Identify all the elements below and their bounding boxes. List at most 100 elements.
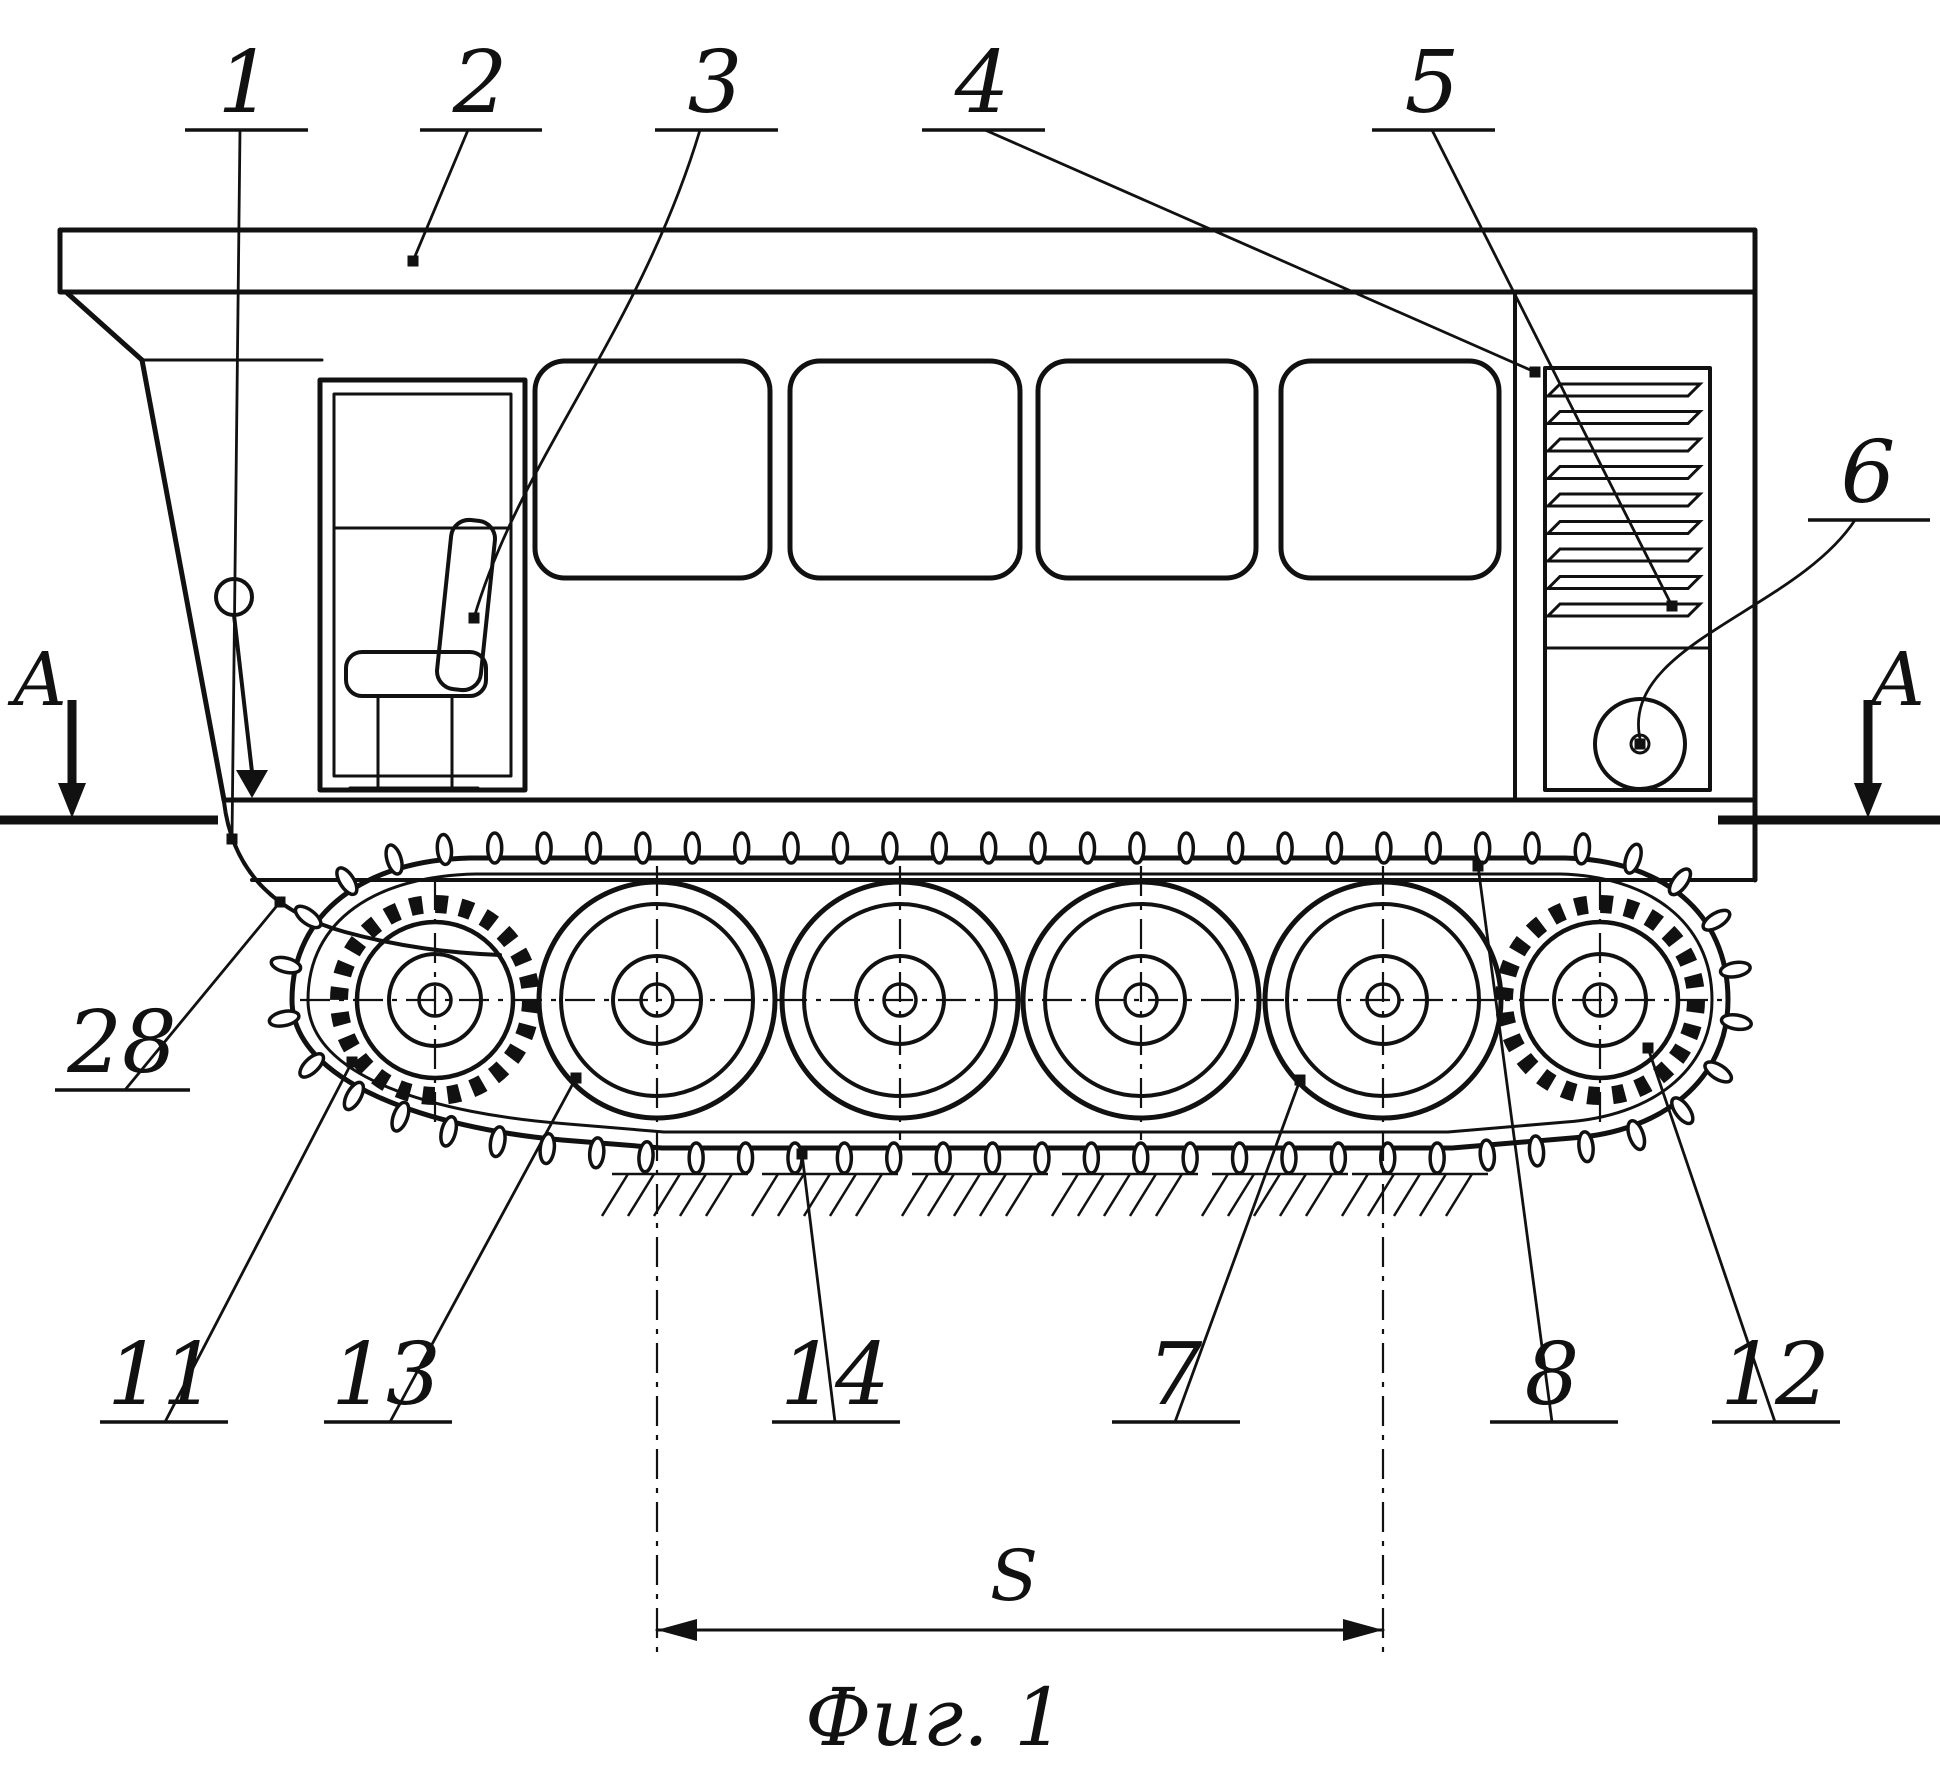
roof-band — [57, 227, 1758, 295]
grouser-tooth — [1329, 1141, 1348, 1175]
louver-slat — [1544, 520, 1704, 535]
louver-slat — [1544, 382, 1704, 398]
grouser-tooth — [983, 1141, 1002, 1175]
grouser-tooth — [390, 1100, 411, 1133]
front-slope-upper — [63, 289, 145, 363]
grouser-tooth — [1473, 831, 1492, 865]
grouser-tooth — [1527, 1134, 1546, 1168]
dimension-arrowhead — [657, 1619, 697, 1641]
grouser-tooth — [1478, 1138, 1497, 1172]
track-grousers — [267, 831, 1753, 1175]
part-label-5: 5 — [1405, 33, 1460, 133]
door-outline — [317, 377, 528, 793]
leader-line — [1430, 129, 1674, 607]
hatch-stroke — [1128, 1173, 1158, 1217]
grouser-tooth — [1226, 831, 1245, 865]
track-inner-band — [306, 872, 1714, 1134]
grouser-tooth — [1719, 1012, 1753, 1032]
section-mark-left: A — [0, 637, 218, 825]
part-label-12: 12 — [1720, 1325, 1829, 1425]
grouser-tooth — [1573, 832, 1592, 866]
leader-lines — [123, 128, 1857, 1423]
leader-line — [1646, 1047, 1777, 1423]
louver-slat — [1544, 575, 1704, 590]
leader-line — [230, 129, 242, 840]
part-label-1: 1 — [218, 33, 273, 133]
grouser-tooth — [1701, 908, 1732, 932]
grouser-tooth — [1230, 1141, 1249, 1175]
grouser-tooth — [538, 1131, 557, 1166]
part-label-8: 8 — [1525, 1325, 1580, 1425]
louver-slat — [1544, 437, 1704, 453]
section-mark-right: A — [1718, 637, 1940, 825]
section-label: A — [7, 637, 66, 723]
part-label-14: 14 — [780, 1325, 889, 1425]
seat-cushion — [344, 650, 488, 698]
leader-line — [1637, 519, 1857, 744]
part-label-6: 6 — [1841, 423, 1896, 523]
grouser-tooth — [1325, 831, 1344, 865]
grouser-tooth — [435, 832, 454, 867]
leader-line — [411, 129, 470, 262]
leader-dot — [1642, 1042, 1654, 1054]
leader-dot — [1529, 366, 1541, 378]
section-label: A — [1865, 637, 1924, 723]
hatch-stroke — [1200, 1173, 1230, 1217]
hatch-stroke — [1102, 1173, 1132, 1217]
hatch-stroke — [776, 1173, 806, 1217]
leader-line — [472, 129, 702, 619]
track-outer-band — [289, 855, 1731, 1151]
cabin-windows — [532, 358, 1502, 581]
window — [787, 358, 1023, 581]
grouser-tooth — [1181, 1141, 1199, 1175]
grouser-tooth — [335, 866, 359, 897]
grouser-tooth — [384, 843, 404, 876]
louver-grille — [1543, 366, 1712, 792]
hatch-stroke — [678, 1173, 708, 1217]
leader-dot — [570, 1072, 582, 1084]
grouser-tooth — [1033, 1141, 1051, 1175]
grouser-tooth — [535, 831, 553, 865]
hatch-stroke — [1366, 1173, 1396, 1217]
louver-slat — [1544, 547, 1704, 563]
grouser-tooth — [732, 831, 751, 865]
window — [532, 358, 773, 581]
leader-dot — [407, 255, 419, 267]
grouser-tooth — [269, 955, 303, 975]
hatch-stroke — [854, 1173, 884, 1217]
grouser-tooth — [1375, 831, 1393, 865]
grouser-tooth — [1082, 1141, 1101, 1175]
louver-slat — [1544, 410, 1704, 425]
grille-frame — [1543, 366, 1712, 792]
leader-line — [1173, 1079, 1302, 1423]
louver-slats — [1544, 382, 1704, 618]
grouser-tooth — [1280, 1141, 1298, 1175]
grouser-tooth — [782, 831, 800, 865]
control-lever — [214, 577, 268, 798]
grouser-tooth — [687, 1141, 705, 1175]
grouser-tooth — [587, 1136, 606, 1170]
grouser-tooth — [683, 831, 702, 865]
grouser-tooth — [293, 904, 323, 930]
dimension-label: S — [990, 1535, 1038, 1617]
grouser-tooth — [634, 831, 652, 865]
grouser-tooth — [1667, 867, 1693, 897]
hatch-stroke — [600, 1173, 630, 1217]
hatch-stroke — [652, 1173, 682, 1217]
grouser-tooth — [1703, 1060, 1734, 1084]
grouser-tooth — [1718, 960, 1752, 979]
leader-line — [1476, 865, 1554, 1423]
grouser-tooth — [831, 831, 850, 865]
part-label-13: 13 — [331, 1325, 440, 1425]
grouser-tooth — [835, 1141, 854, 1175]
hatch-stroke — [704, 1173, 734, 1217]
figure-caption: Фиг. 1 — [805, 1671, 1065, 1764]
section-arrowhead — [58, 783, 86, 818]
hatch-stroke — [1076, 1173, 1106, 1217]
part-labels: 1 2 3 4 5 6 28 11 13 14 7 8 12 — [55, 33, 1930, 1425]
grouser-tooth — [1424, 831, 1443, 865]
hatch-stroke — [1392, 1173, 1422, 1217]
leader-line — [984, 128, 1536, 374]
